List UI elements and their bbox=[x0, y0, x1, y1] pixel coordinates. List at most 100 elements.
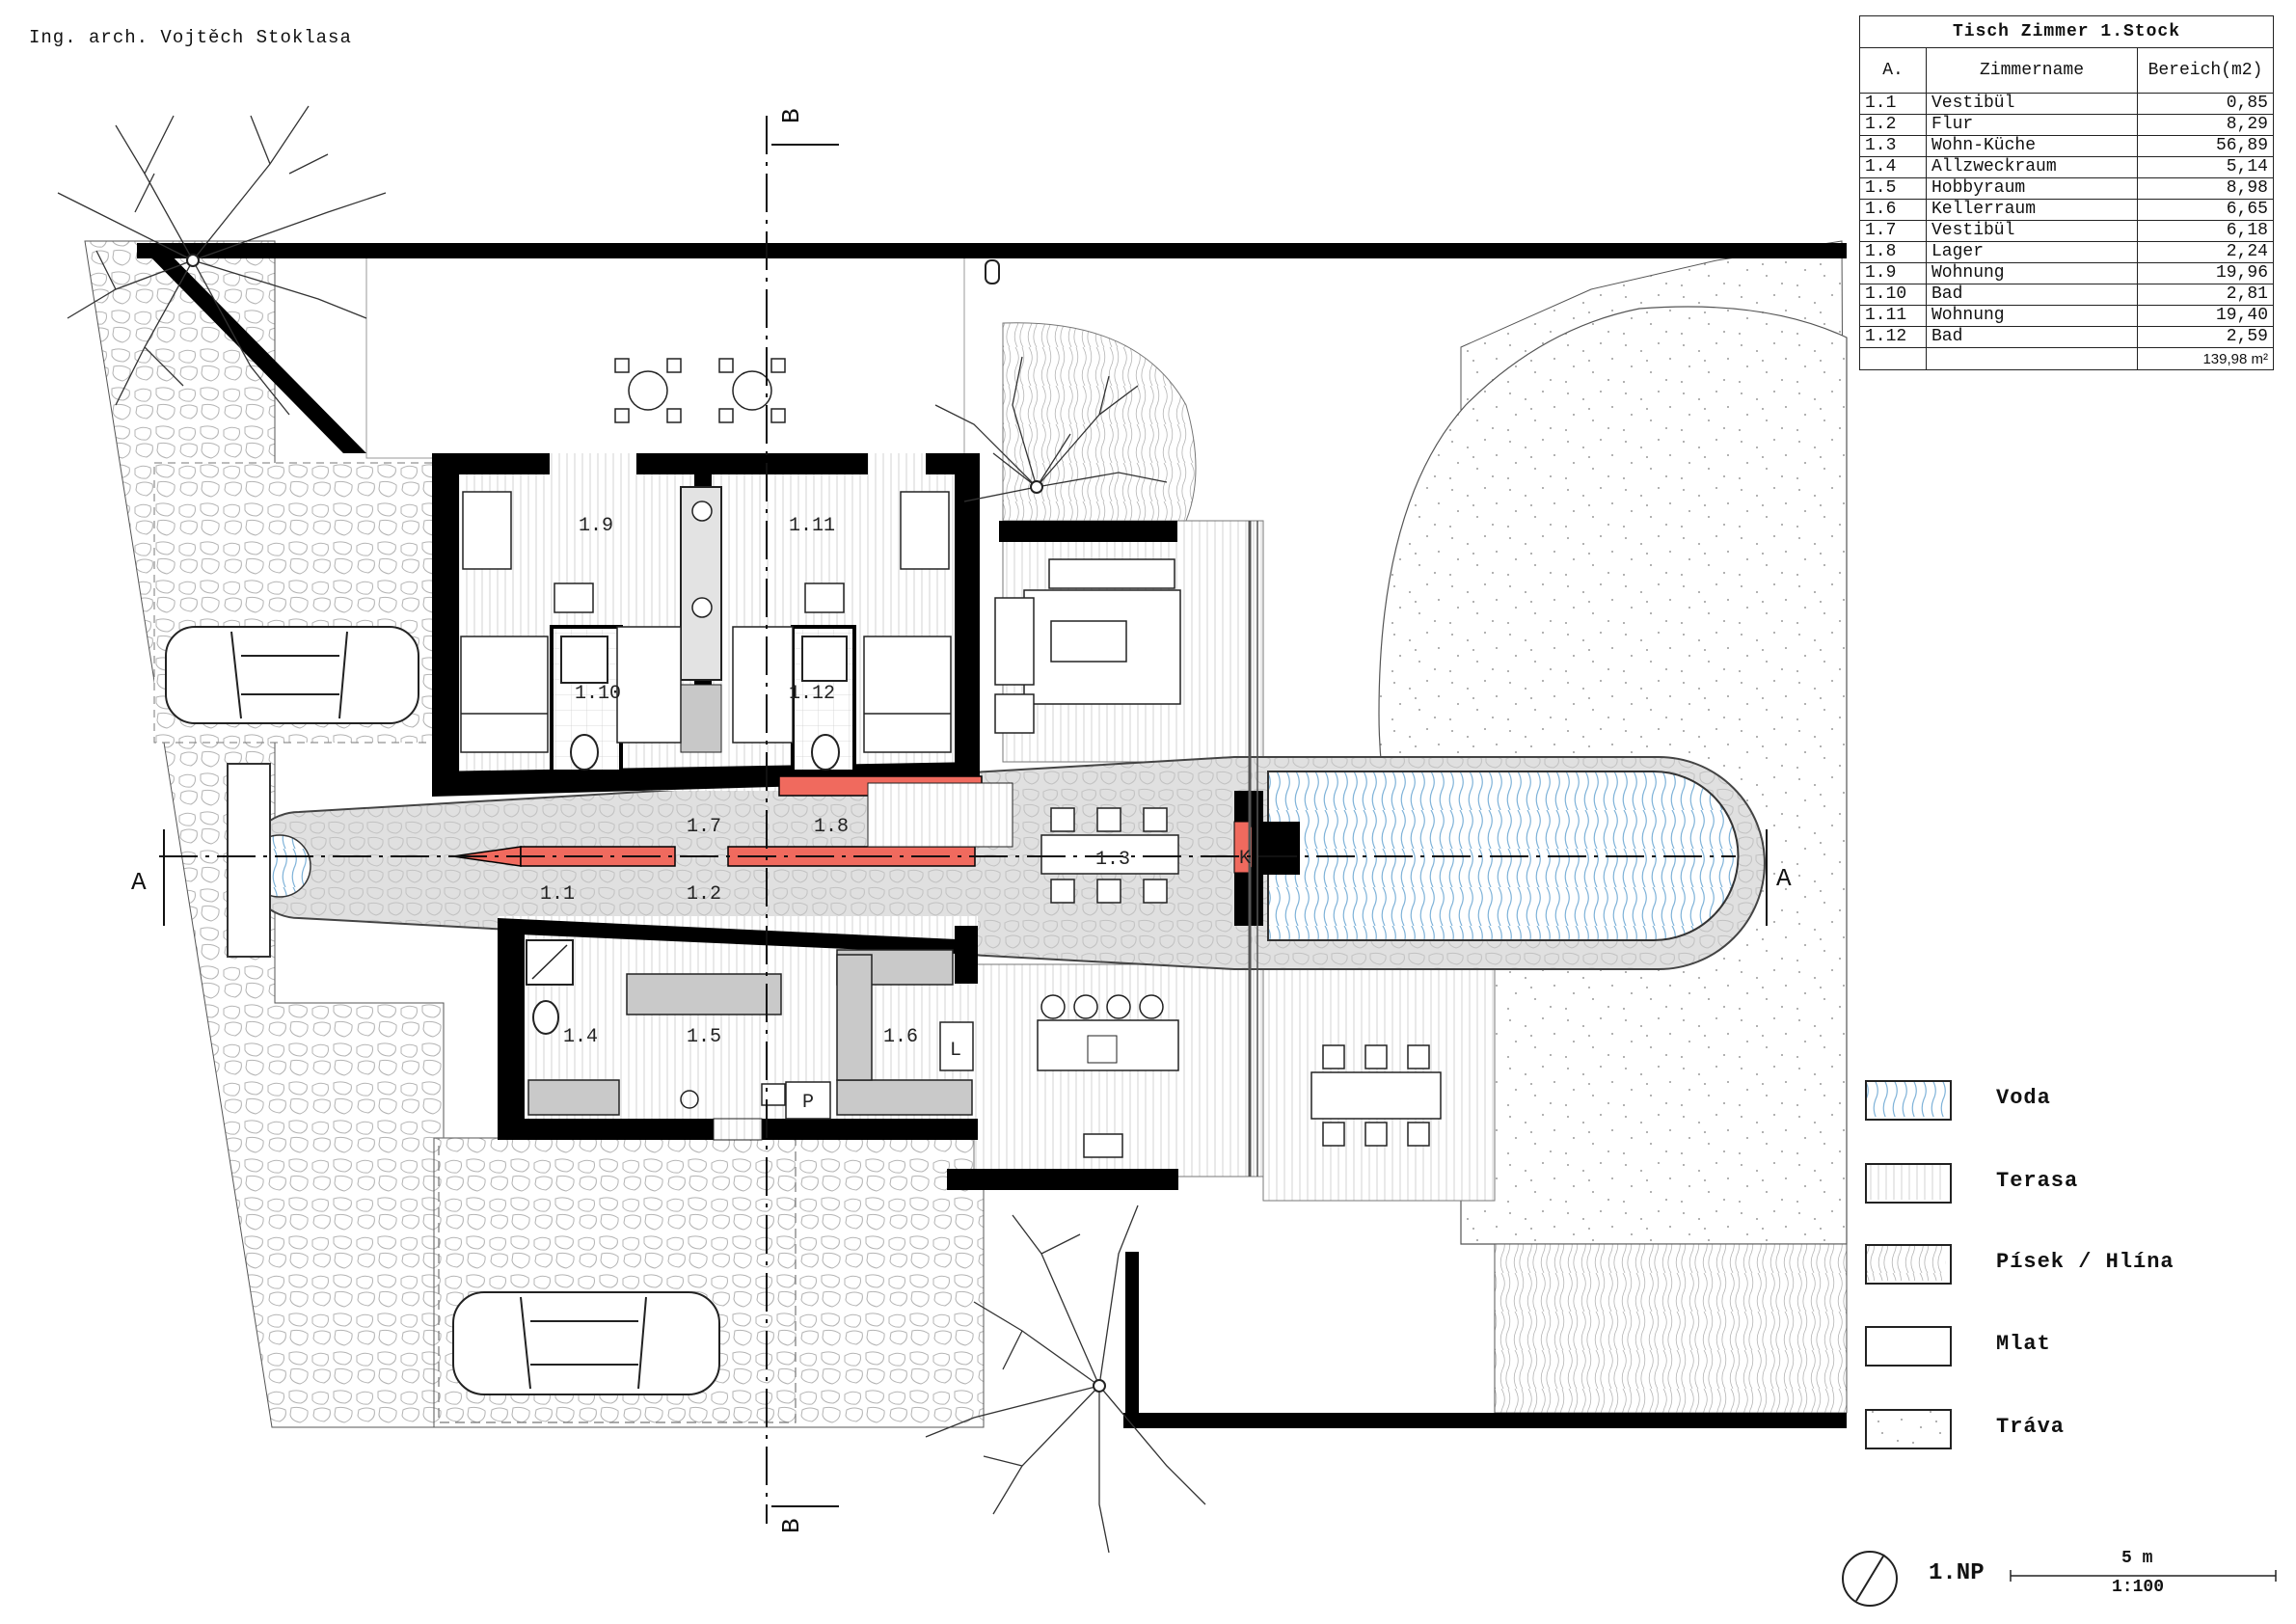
row-area: 19,96 bbox=[2137, 262, 2274, 284]
living-block bbox=[947, 521, 1442, 1190]
left-end-wall bbox=[227, 763, 271, 958]
car-bottom bbox=[452, 1291, 720, 1395]
row-id: 1.4 bbox=[1859, 156, 1927, 178]
car-top bbox=[165, 626, 419, 724]
room-table: Tisch Zimmer 1.Stock A. Zimmername Berei… bbox=[1859, 15, 2274, 370]
row-area: 6,18 bbox=[2137, 220, 2274, 242]
legend-swatch-mlat bbox=[1867, 1328, 1946, 1363]
grass-strip-bottom bbox=[1494, 1243, 1848, 1414]
scale-ratio: 1:100 bbox=[2112, 1578, 2165, 1597]
post-marker bbox=[985, 259, 1000, 284]
room-1-11: 1.11 bbox=[789, 515, 835, 537]
section-b-bottom: B bbox=[777, 1518, 806, 1533]
legend-swatch-water bbox=[1867, 1082, 1946, 1117]
section-a-left: A bbox=[131, 868, 147, 897]
legend-terrace: Terasa bbox=[1865, 1163, 2231, 1205]
row-area: 2,59 bbox=[2137, 326, 2274, 348]
col-name: Zimmername bbox=[1926, 47, 2138, 94]
diagonal-wall bbox=[137, 243, 366, 453]
row-id: 1.12 bbox=[1859, 326, 1927, 348]
row-id: 1.7 bbox=[1859, 220, 1927, 242]
room-1-3: 1.3 bbox=[1095, 849, 1130, 871]
room-1-12: 1.12 bbox=[789, 683, 835, 705]
row-name: Vestibül bbox=[1926, 93, 2138, 115]
row-name: Allzweckraum bbox=[1926, 156, 2138, 178]
row-area: 5,14 bbox=[2137, 156, 2274, 178]
row-name: Wohnung bbox=[1926, 262, 2138, 284]
tree-bottom bbox=[925, 1204, 1206, 1554]
room-1-4: 1.4 bbox=[563, 1026, 598, 1048]
legend-swatch-sand bbox=[1867, 1246, 1946, 1281]
section-lines bbox=[159, 116, 1768, 1524]
row-id: 1.5 bbox=[1859, 177, 1927, 200]
row-name: Hobbyraum bbox=[1926, 177, 2138, 200]
row-area: 56,89 bbox=[2137, 135, 2274, 157]
row-area: 6,65 bbox=[2137, 199, 2274, 221]
fireplace-mark: K bbox=[1239, 848, 1251, 870]
author-name: Ing. arch. Vojtěch Stoklasa bbox=[29, 27, 352, 48]
row-id: 1.1 bbox=[1859, 93, 1927, 115]
legend-sand: Písek / Hlína bbox=[1865, 1244, 2231, 1286]
row-area: 19,40 bbox=[2137, 305, 2274, 327]
room-1-5: 1.5 bbox=[687, 1026, 721, 1048]
row-name: Bad bbox=[1926, 326, 2138, 348]
row-area: 8,29 bbox=[2137, 114, 2274, 136]
row-name: Kellerraum bbox=[1926, 199, 2138, 221]
sand-tree-circle bbox=[1002, 322, 1197, 522]
legend-label: Mlat bbox=[1996, 1332, 2051, 1356]
row-area: 2,81 bbox=[2137, 284, 2274, 306]
tree-wall bbox=[1125, 1252, 1139, 1425]
row-id: 1.8 bbox=[1859, 241, 1927, 263]
row-name: Vestibül bbox=[1926, 220, 2138, 242]
row-area: 0,85 bbox=[2137, 93, 2274, 115]
row-id: 1.11 bbox=[1859, 305, 1927, 327]
row-name: Bad bbox=[1926, 284, 2138, 306]
red-stairs bbox=[452, 775, 1013, 867]
north-block bbox=[432, 453, 980, 797]
row-name: Wohnung bbox=[1926, 305, 2138, 327]
floor-label: 1.NP bbox=[1929, 1560, 1985, 1586]
south-block bbox=[498, 916, 978, 1141]
sand-front-yard bbox=[365, 245, 965, 459]
legend-mlat: Mlat bbox=[1865, 1326, 2231, 1368]
row-id: 1.2 bbox=[1859, 114, 1927, 136]
legend-swatch-terrace bbox=[1867, 1165, 1946, 1200]
room-1-9: 1.9 bbox=[579, 515, 613, 537]
room-table-title: Tisch Zimmer 1.Stock bbox=[1859, 15, 2274, 48]
north-wall bbox=[137, 243, 1847, 258]
room-1-2: 1.2 bbox=[687, 883, 721, 906]
scale-length: 5 m bbox=[2121, 1549, 2153, 1568]
room-1-7: 1.7 bbox=[687, 816, 721, 838]
legend-water: Voda bbox=[1865, 1080, 2231, 1123]
tree-top-left bbox=[57, 105, 387, 416]
row-id: 1.10 bbox=[1859, 284, 1927, 306]
storage-l-mark: L bbox=[950, 1040, 961, 1062]
row-name: Wohn-Küche bbox=[1926, 135, 2138, 157]
tree-center bbox=[934, 356, 1168, 502]
outdoor-tables bbox=[614, 358, 786, 423]
total-area: 139,98 m² bbox=[2137, 347, 2274, 370]
legend-label: Písek / Hlína bbox=[1996, 1250, 2174, 1274]
col-id: A. bbox=[1859, 47, 1927, 94]
room-1-1: 1.1 bbox=[540, 883, 575, 906]
legend-grass: Tráva bbox=[1865, 1409, 2231, 1451]
room-1-8: 1.8 bbox=[814, 816, 849, 838]
room-1-6: 1.6 bbox=[883, 1026, 918, 1048]
section-b-top: B bbox=[777, 108, 806, 123]
south-wall bbox=[1123, 1413, 1847, 1428]
row-id: 1.9 bbox=[1859, 262, 1927, 284]
room-1-10: 1.10 bbox=[575, 683, 621, 705]
room-table-header: A. Zimmername Bereich(m2) bbox=[1859, 47, 2274, 94]
row-id: 1.3 bbox=[1859, 135, 1927, 157]
storage-p-mark: P bbox=[802, 1092, 814, 1114]
